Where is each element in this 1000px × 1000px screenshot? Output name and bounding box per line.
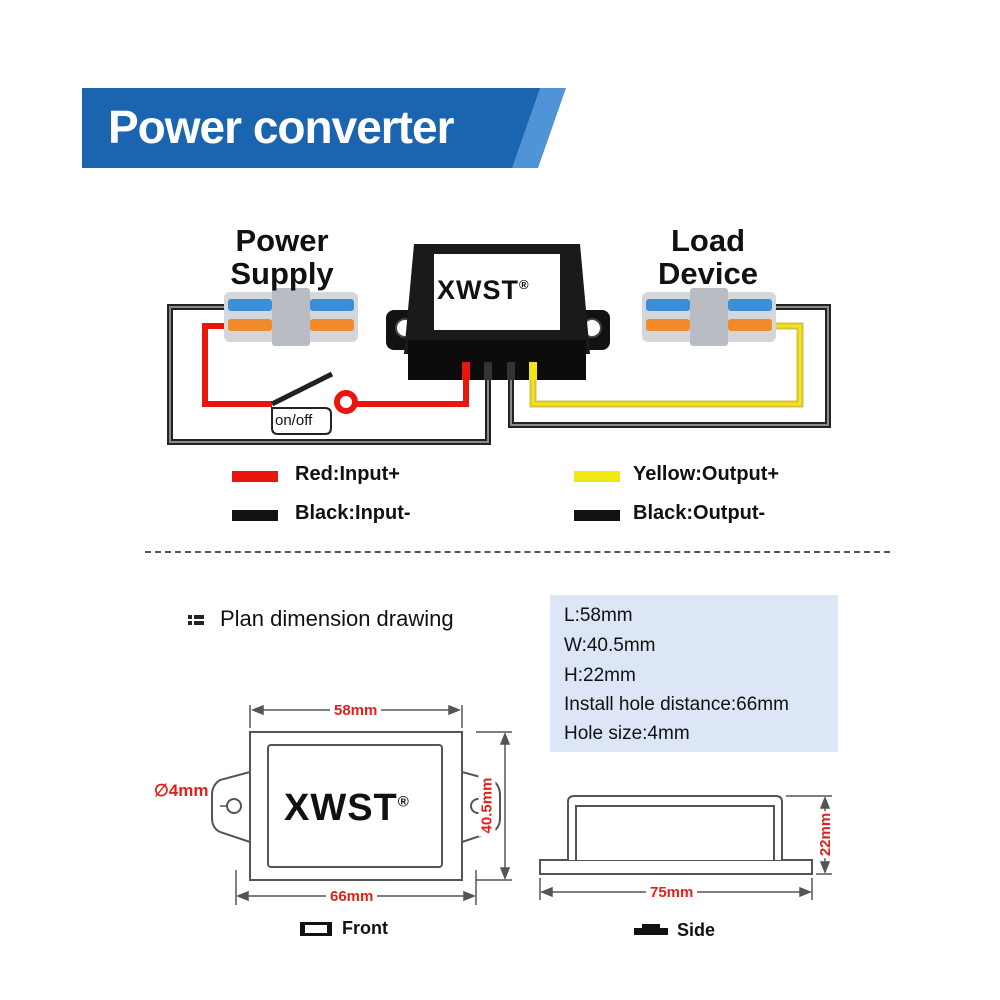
front-hole-distance-dim: 66mm bbox=[326, 888, 378, 905]
front-hole-dim: ∅4mm bbox=[154, 781, 209, 800]
title-banner bbox=[82, 88, 522, 168]
input-connector bbox=[224, 288, 358, 346]
spec-height: H:22mm bbox=[564, 665, 636, 686]
front-length-dim: 58mm bbox=[330, 702, 382, 719]
section-divider bbox=[145, 551, 890, 553]
output-connector bbox=[642, 288, 776, 346]
front-width-dim: 40.5mm bbox=[478, 774, 496, 837]
legend-black-output: Black:Output- bbox=[633, 502, 766, 524]
side-height-dim: 22mm bbox=[817, 810, 835, 859]
side-caption: Side bbox=[677, 920, 716, 940]
legend-yellow-output: Yellow:Output+ bbox=[633, 463, 780, 485]
legend-red-input: Red:Input+ bbox=[295, 463, 400, 485]
switch-label: on/off bbox=[275, 412, 313, 429]
load-device-label: Load Device bbox=[658, 223, 758, 291]
module-brand: XWST® bbox=[437, 275, 530, 305]
legend-swatch-yellow bbox=[574, 471, 620, 482]
plan-dimension-title: Plan dimension drawing bbox=[220, 606, 454, 631]
page-title: Power converter bbox=[108, 101, 454, 153]
spec-box bbox=[550, 595, 838, 752]
converter-module bbox=[386, 244, 610, 380]
spec-hole-distance: Install hole distance:66mm bbox=[564, 694, 789, 715]
front-brand: XWST® bbox=[284, 787, 410, 829]
front-caption: Front bbox=[342, 918, 388, 938]
legend-swatch-red bbox=[232, 471, 278, 482]
spec-length: L:58mm bbox=[564, 605, 633, 626]
side-length-dim: 75mm bbox=[646, 884, 698, 901]
legend-swatch-black-input bbox=[232, 510, 278, 521]
power-supply-label: Power Supply bbox=[230, 223, 334, 291]
legend-black-input: Black:Input- bbox=[295, 502, 411, 524]
spec-hole-size: Hole size:4mm bbox=[564, 723, 690, 744]
spec-width: W:40.5mm bbox=[564, 635, 656, 656]
legend-swatch-black-output bbox=[574, 510, 620, 521]
